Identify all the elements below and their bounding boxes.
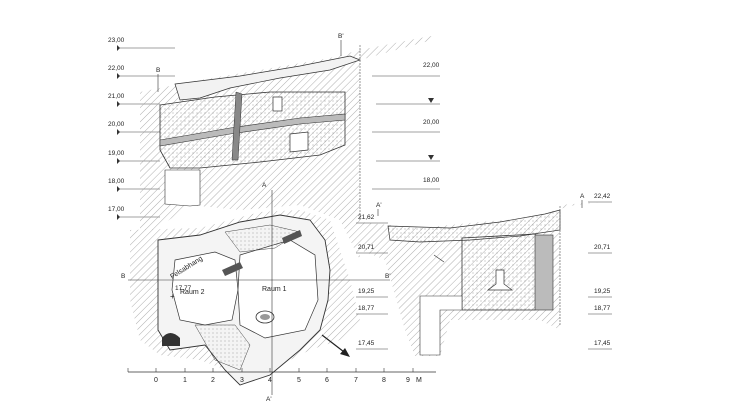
scale-tick-label: 8 bbox=[382, 377, 386, 384]
elevation-label: 21,62 bbox=[358, 214, 375, 221]
scale-tick-label: 0 bbox=[154, 377, 158, 384]
elevation-marker: 23,00 bbox=[108, 37, 175, 51]
plan-view: A A' B B' Raum 2 Raum 1 Felsabhang 17,77… bbox=[121, 182, 391, 403]
scale-unit-label: M bbox=[416, 377, 422, 384]
elevation-label: 18,00 bbox=[423, 177, 440, 184]
elevation-label: 21,00 bbox=[108, 93, 125, 100]
point-marker-icon: + bbox=[170, 292, 175, 301]
elevation-label: 19,25 bbox=[594, 288, 611, 295]
section-letter-b-prime: B' bbox=[338, 33, 344, 40]
elevation-label: 22,42 bbox=[594, 193, 611, 200]
elevation-label: 20,71 bbox=[594, 244, 611, 251]
section-letter-a-prime-right: A' bbox=[376, 202, 382, 209]
elevation-label: 22,00 bbox=[423, 62, 440, 69]
elevation-label: 20,00 bbox=[108, 121, 125, 128]
elevation-marker: 22,00 bbox=[372, 62, 440, 77]
section-letter-a-bottom: A' bbox=[266, 396, 272, 403]
section-letter-b-left: B bbox=[121, 273, 125, 280]
right-lower-elevation-scale-right: 22,42 20,71 19,25 18,77 17,45 bbox=[588, 193, 612, 350]
elevation-label: 18,77 bbox=[358, 305, 375, 312]
right-upper-elevation-scale: 22,00 20,00 18,00 bbox=[372, 62, 440, 190]
elevation-label: 19,00 bbox=[108, 150, 125, 157]
section-letter-b-right: B' bbox=[385, 273, 391, 280]
elevation-marker: 18,00 bbox=[372, 177, 440, 190]
north-arrow-icon bbox=[321, 334, 350, 357]
elevation-marker: 22,00 bbox=[108, 65, 175, 79]
right-lower-elevation-scale-left: 21,62 20,71 19,25 18,77 17,45 bbox=[356, 214, 388, 350]
scale-tick-label: 7 bbox=[354, 377, 358, 384]
elevation-label: 17,45 bbox=[358, 340, 375, 347]
elevation-label: 17,00 bbox=[108, 206, 125, 213]
section-letter-b: B bbox=[156, 67, 160, 74]
scale-tick-label: 1 bbox=[183, 377, 187, 384]
section-letter-a: A bbox=[262, 182, 267, 189]
scale-tick-label: 4 bbox=[268, 377, 272, 384]
elevation-label: 20,00 bbox=[423, 119, 440, 126]
room-2-label: Raum 2 bbox=[180, 289, 205, 296]
section-b-b-drawing: B B' bbox=[140, 33, 432, 260]
scale-tick-label: 2 bbox=[211, 377, 215, 384]
point-elevation-label: 17,77 bbox=[175, 285, 192, 292]
section-letter-a-right: A bbox=[580, 193, 585, 200]
elevation-label: 18,77 bbox=[594, 305, 611, 312]
left-elevation-scale: 23,00 22,00 21,00 20,00 19,00 18,00 bbox=[108, 37, 175, 220]
scale-tick-label: 9 bbox=[406, 377, 410, 384]
scale-tick-label: 6 bbox=[325, 377, 329, 384]
elevation-label: 18,00 bbox=[108, 178, 125, 185]
elevation-label: 19,25 bbox=[358, 288, 375, 295]
room-1-label: Raum 1 bbox=[262, 286, 287, 293]
section-a-a-drawing: A A' bbox=[360, 193, 600, 356]
scale-bar: 0 1 2 3 4 5 6 7 8 9 M bbox=[127, 368, 436, 384]
elevation-label: 22,00 bbox=[108, 65, 125, 72]
elevation-label: 17,45 bbox=[594, 340, 611, 347]
elevation-marker: 20,00 bbox=[372, 119, 440, 133]
elevation-label: 23,00 bbox=[108, 37, 125, 44]
scale-tick-label: 3 bbox=[240, 377, 244, 384]
scale-tick-label: 5 bbox=[297, 377, 301, 384]
elevation-label: 20,71 bbox=[358, 244, 375, 251]
